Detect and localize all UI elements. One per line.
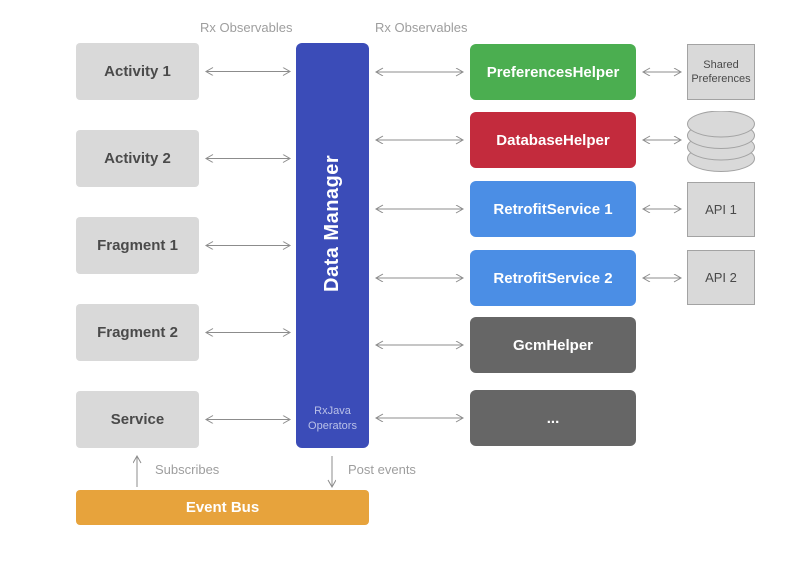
database-cylinder-icon	[687, 111, 755, 172]
node-event-bus: Event Bus	[76, 490, 369, 525]
node-data-manager: Data Manager RxJava Operators	[296, 43, 369, 448]
node-fragment-2: Fragment 2	[76, 304, 199, 361]
node-preferences-helper: PreferencesHelper	[470, 44, 636, 100]
data-manager-title: Data Manager	[321, 154, 343, 293]
node-retrofit-service-1: RetrofitService 1	[470, 181, 636, 237]
node-shared-preferences: Shared Preferences	[687, 44, 755, 100]
label-subscribes: Subscribes	[155, 462, 220, 477]
node-api-1: API 1	[687, 182, 755, 237]
label-rx-observables-right: Rx Observables	[375, 20, 468, 35]
data-manager-subtitle: RxJava Operators	[308, 405, 357, 432]
label-rx-observables-left: Rx Observables	[200, 20, 293, 35]
node-database-helper: DatabaseHelper	[470, 112, 636, 168]
node-activity-2: Activity 2	[76, 130, 199, 187]
node-retrofit-service-2: RetrofitService 2	[470, 250, 636, 306]
node-activity-1: Activity 1	[76, 43, 199, 100]
label-post-events: Post events	[348, 462, 416, 477]
node-service: Service	[76, 391, 199, 448]
node-more-helpers: ...	[470, 390, 636, 446]
node-gcm-helper: GcmHelper	[470, 317, 636, 373]
node-api-2: API 2	[687, 250, 755, 305]
node-fragment-1: Fragment 1	[76, 217, 199, 274]
